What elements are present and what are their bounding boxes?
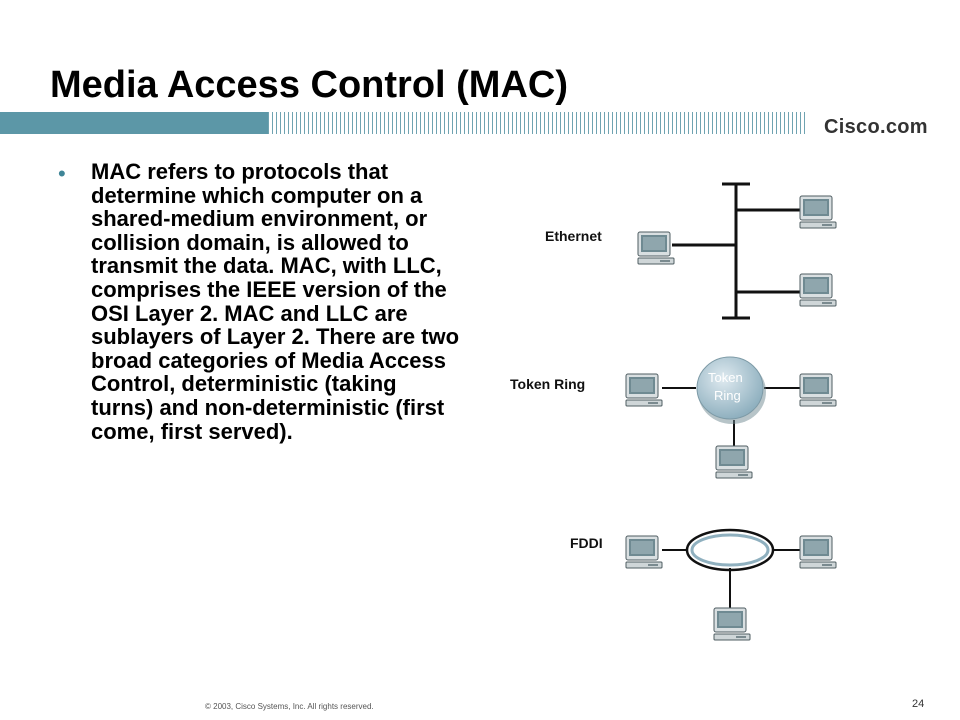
- ethernet-computer-bottom-icon: [799, 273, 837, 307]
- slide-title: Media Access Control (MAC): [50, 64, 568, 106]
- bullet-text: MAC refers to protocols that determine w…: [91, 159, 460, 444]
- header-bar-solid: [0, 112, 268, 134]
- token-ring-computer-bottom-icon: [715, 445, 753, 479]
- fddi-label: FDDI: [570, 535, 603, 551]
- ethernet-computer-left-icon: [637, 231, 675, 265]
- topology-drawing: [625, 182, 837, 641]
- token-ring-links: [662, 387, 800, 448]
- fddi-computer-right-icon: [799, 535, 837, 569]
- token-ring-label: Token Ring: [510, 376, 586, 392]
- ring-text-ring: Ring: [714, 388, 741, 403]
- brand-logo-text: Cisco.com: [824, 116, 928, 138]
- fddi-computer-bottom-icon: [713, 607, 751, 641]
- ethernet-label: Ethernet: [545, 228, 602, 244]
- header-bar-stripes: [268, 112, 808, 134]
- ethernet-bus-segment: [672, 182, 800, 320]
- bullet-icon: •: [58, 161, 66, 186]
- token-ring-computer-right-icon: [799, 373, 837, 407]
- fddi-links: [662, 549, 800, 610]
- ring-text-token: Token: [708, 370, 743, 385]
- token-ring-hub-icon: [696, 356, 766, 424]
- header-bar: [0, 112, 960, 134]
- fddi-computer-left-icon: [625, 535, 663, 569]
- network-topology-diagram: Ethernet Token Ring Token Ring FDDI: [500, 170, 860, 650]
- ethernet-computer-top-icon: [799, 195, 837, 229]
- page-number: 24: [912, 698, 925, 710]
- footer-copyright: © 2003, Cisco Systems, Inc. All rights r…: [205, 702, 374, 711]
- fddi-dual-ring-icon: [685, 528, 775, 572]
- token-ring-computer-left-icon: [625, 373, 663, 407]
